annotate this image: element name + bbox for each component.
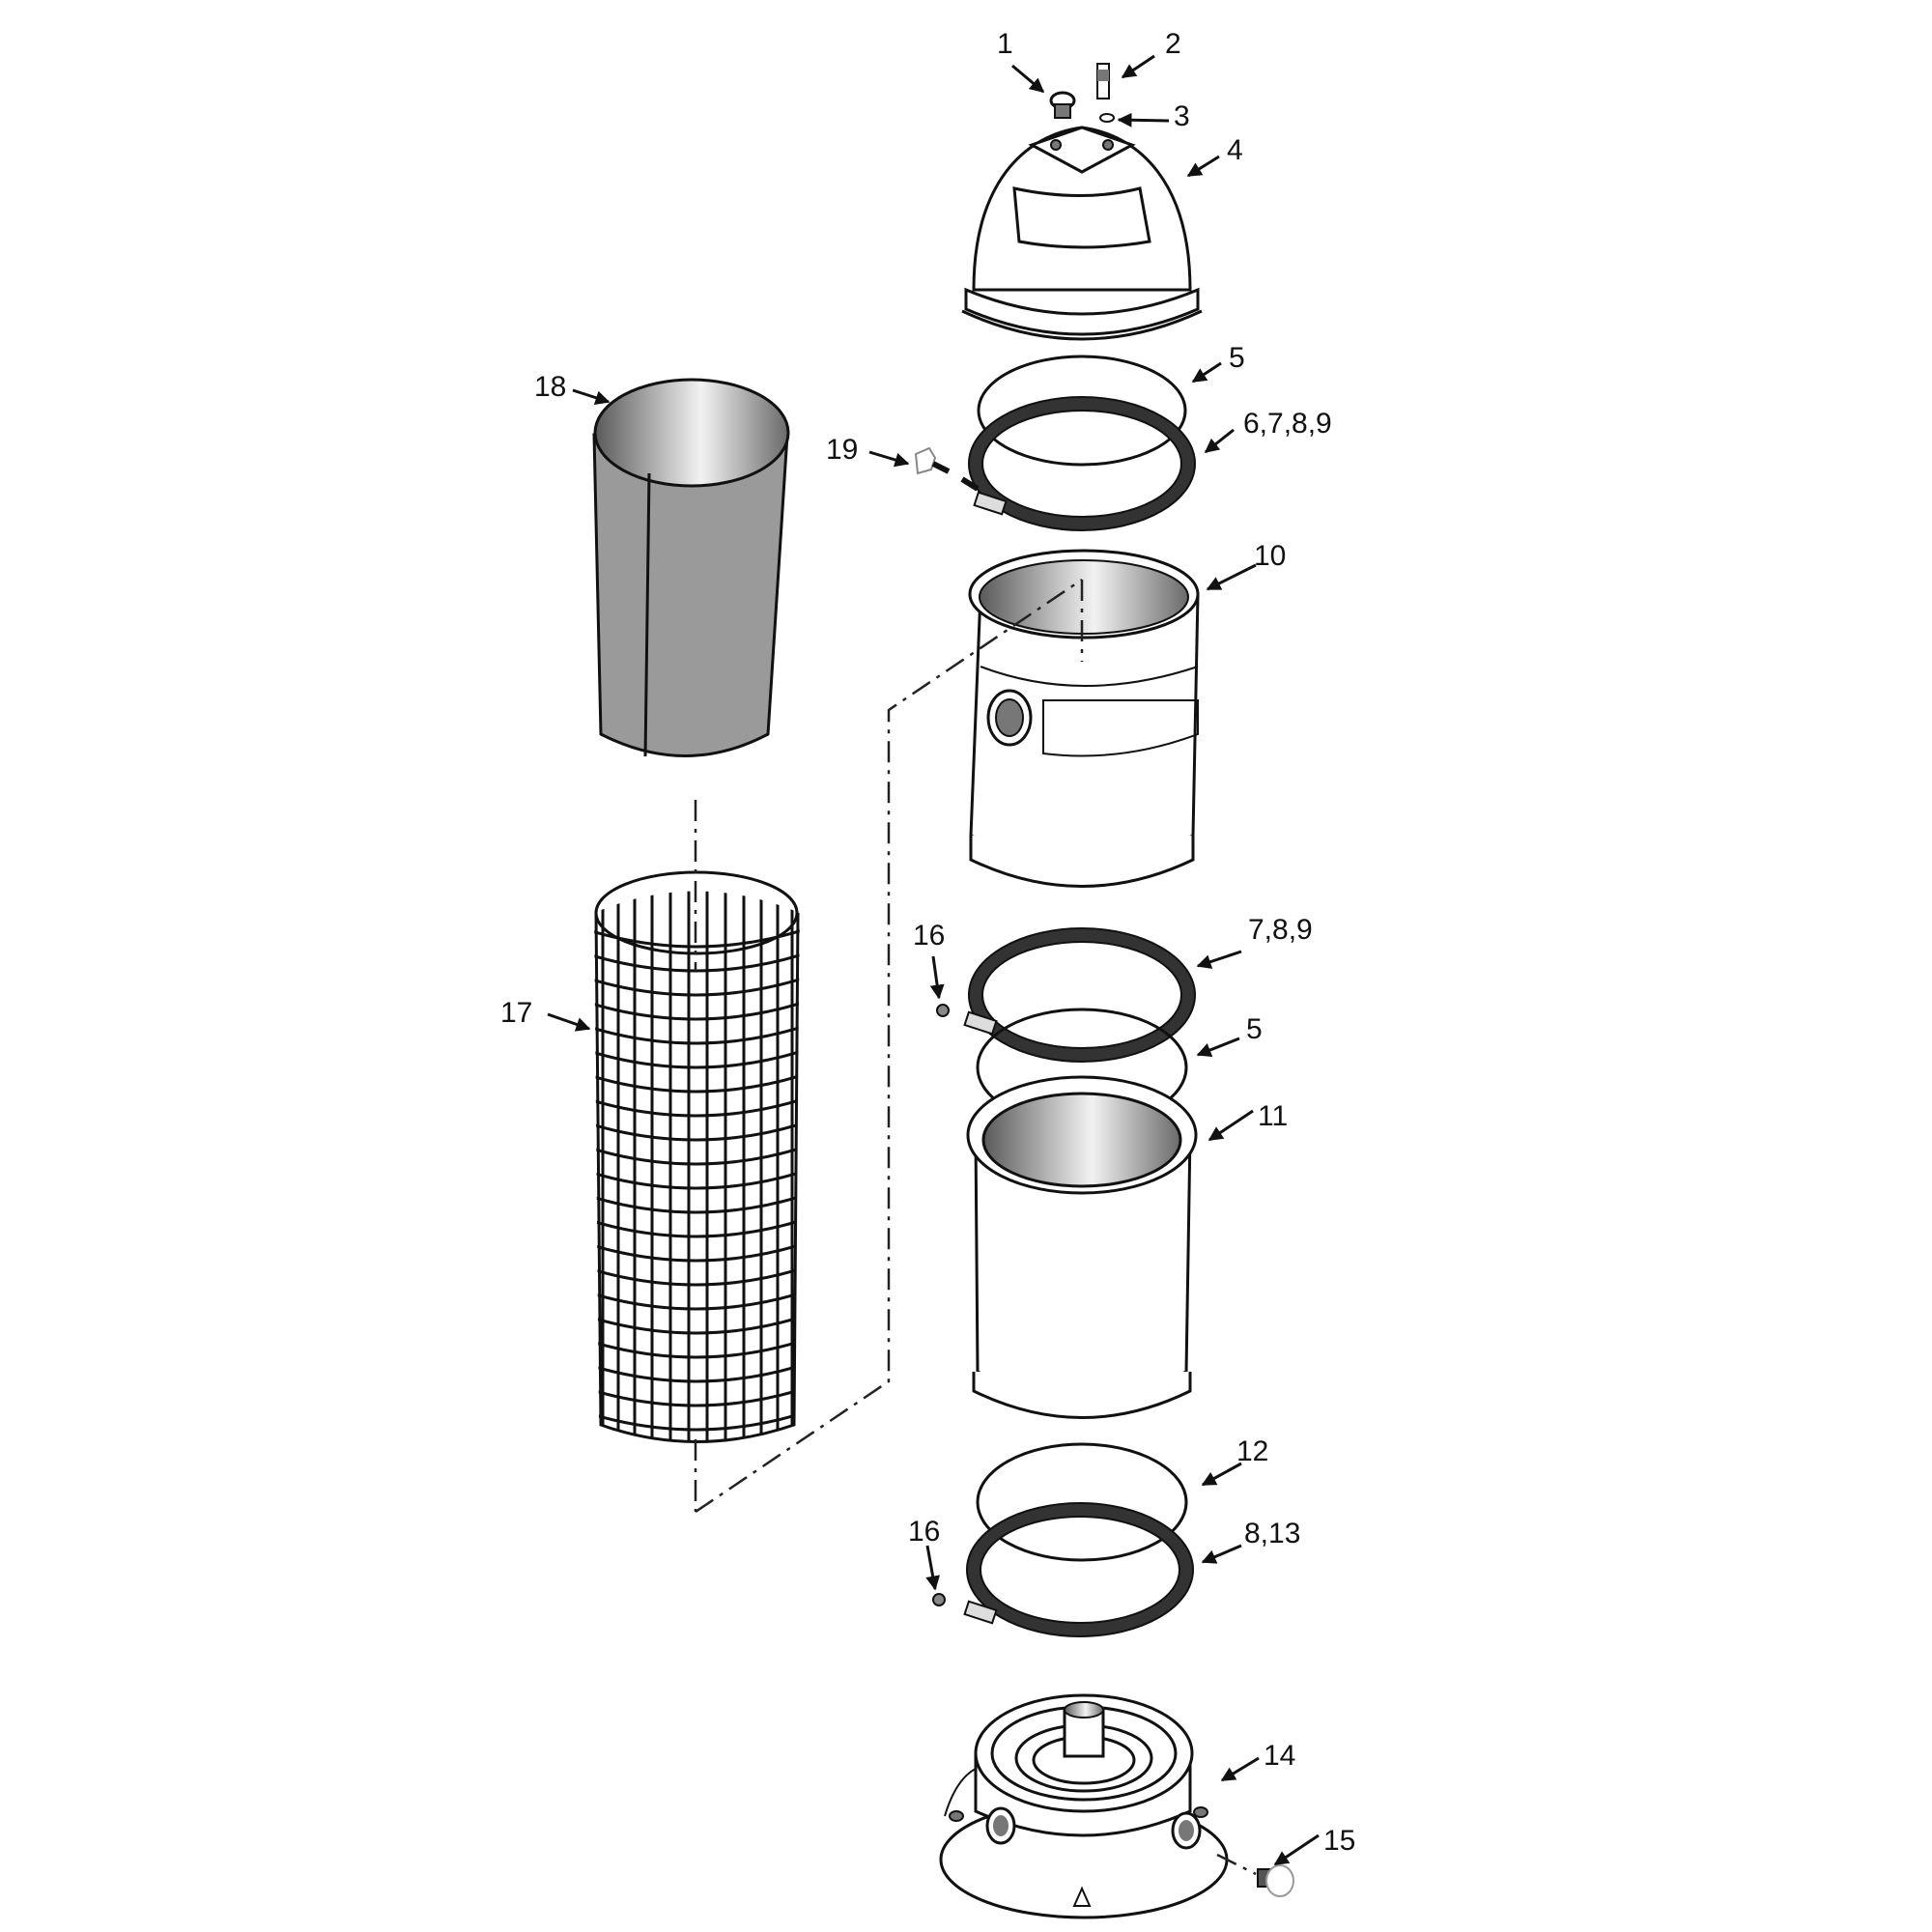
part-2-air-relief-valve <box>1096 63 1110 99</box>
callout-3: 3 <box>1174 100 1190 132</box>
part-17-mesh-core <box>594 870 800 1443</box>
part-10-upper-tank <box>968 549 1200 888</box>
assembly-guide-lines <box>694 578 1084 1514</box>
callout-8-13: 8,13 <box>1244 1518 1300 1549</box>
callout-5-top: 5 <box>1229 342 1245 374</box>
part-7-9-clamp-ring-middle <box>963 927 1196 1063</box>
part-1-bolt <box>1049 91 1076 119</box>
part-5-oring-top <box>977 355 1187 467</box>
callout-10: 10 <box>1254 540 1286 572</box>
callout-7-8-9: 7,8,9 <box>1248 914 1313 946</box>
callout-labels: 1 2 3 4 5 6,7,8,9 19 18 10 16 7,8,9 5 11… <box>500 28 1355 1857</box>
callout-arrows <box>547 54 1320 1866</box>
callout-1: 1 <box>997 28 1013 60</box>
callout-17: 17 <box>500 997 532 1029</box>
callout-15: 15 <box>1323 1825 1355 1857</box>
callout-12: 12 <box>1236 1435 1268 1467</box>
part-12-oring <box>976 1442 1188 1562</box>
callout-16-lower: 16 <box>908 1516 940 1548</box>
callout-19: 19 <box>826 434 858 466</box>
callout-2: 2 <box>1165 28 1181 60</box>
part-6-9-clamp-ring-top <box>968 396 1196 531</box>
part-18-filter-cartridge <box>592 378 790 757</box>
callout-5-middle: 5 <box>1246 1013 1263 1045</box>
part-16-nut-upper <box>936 1004 950 1017</box>
callout-4: 4 <box>1227 134 1243 166</box>
part-3-small-oring <box>1099 113 1115 123</box>
part-19-clamp-knob <box>914 446 980 492</box>
part-8-13-clamp-ring-lower <box>963 1502 1194 1637</box>
part-11-tank-extension <box>966 1075 1198 1419</box>
callout-16-upper: 16 <box>913 920 945 952</box>
part-15-drain-plug <box>1216 1853 1294 1897</box>
part-16-nut-lower <box>932 1593 946 1606</box>
callout-6-7-8-9: 6,7,8,9 <box>1243 408 1332 440</box>
callout-18: 18 <box>534 371 566 403</box>
callout-11: 11 <box>1258 1100 1288 1132</box>
part-14-filter-base <box>939 1693 1229 1919</box>
callout-14: 14 <box>1264 1740 1295 1772</box>
part-4-dome-lid <box>961 126 1203 341</box>
